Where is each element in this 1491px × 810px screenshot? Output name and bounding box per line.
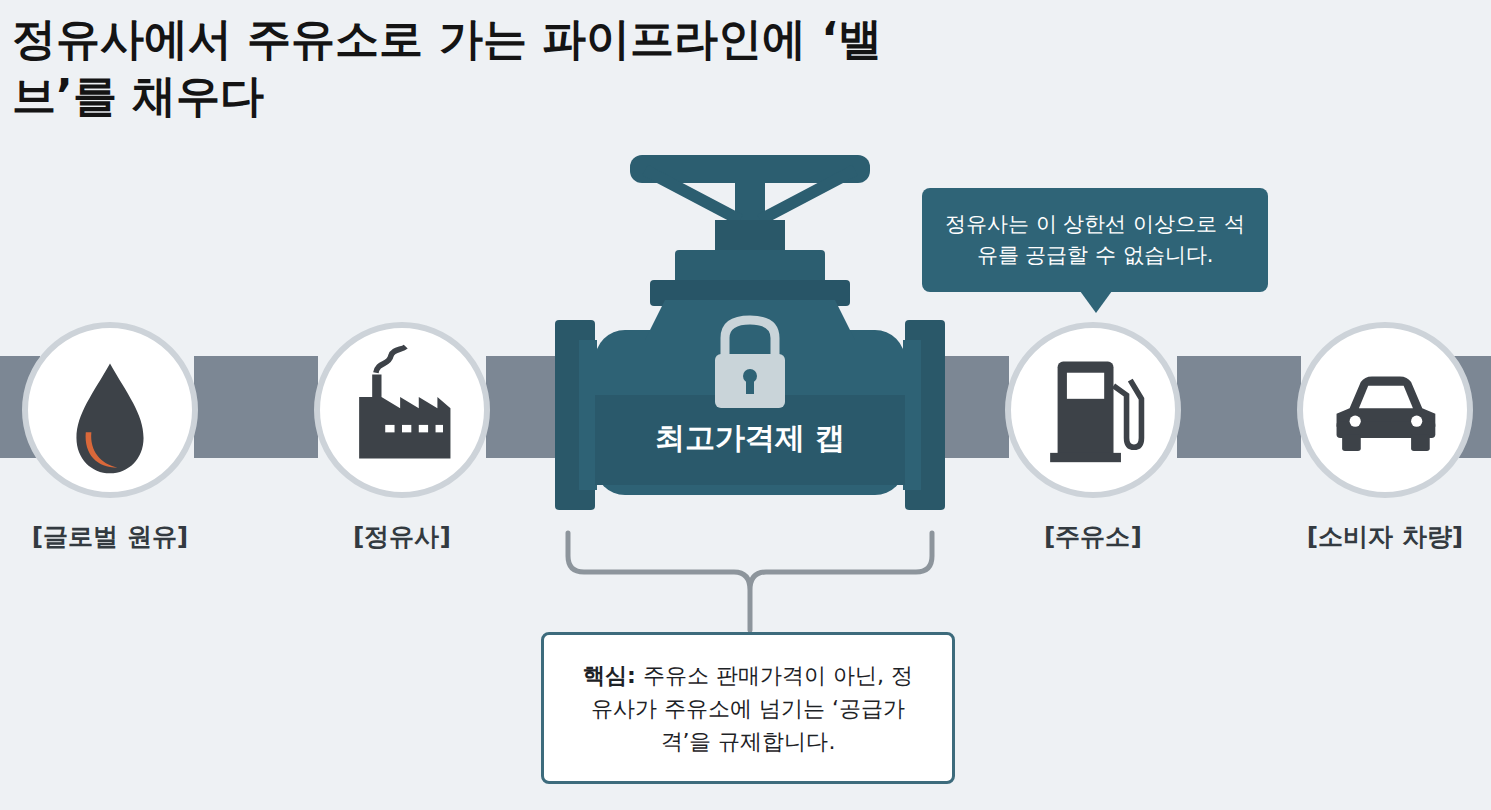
icon-circle: [정유사] (314, 322, 490, 498)
node-label: [정유사] (353, 520, 451, 553)
callout-bubble: 정유사는 이 상한선 이상으로 석유를 공급할 수 없습니다. (922, 188, 1268, 292)
key-note-box: 핵심: 주유소 판매가격이 아닌, 정유사가 주유소에 넘기는 ‘공급가격’을 … (541, 632, 955, 784)
key-body: 주유소 판매가격이 아닌, 정유사가 주유소에 넘기는 ‘공급가격’을 규제합니… (591, 663, 913, 754)
callout-tail (922, 292, 1268, 314)
valve: 최고가격제 캡 (555, 150, 945, 525)
spacer (636, 663, 643, 688)
icon-circle: [소비자 차량] (1297, 322, 1473, 498)
pipeline-segment (486, 356, 559, 458)
pipeline-segment (1177, 356, 1301, 458)
valve-label: 최고가격제 캡 (555, 418, 945, 459)
node-label: [소비자 차량] (1307, 520, 1464, 553)
icon (28, 328, 192, 492)
pipeline-segment (941, 356, 1009, 458)
icon (320, 328, 484, 492)
icon-circle: [글로벌 원유] (22, 322, 198, 498)
icon (1011, 328, 1175, 492)
pipeline-segment (194, 356, 318, 458)
diagram-title: 정유사에서 주유소로 가는 파이프라인에 ‘밸브’를 채우다 (12, 10, 942, 124)
icon (1303, 328, 1467, 492)
bracket (568, 533, 932, 630)
node-label: [주유소] (1044, 520, 1142, 553)
valve-illustration (555, 150, 945, 525)
icon-circle: [주유소] (1005, 322, 1181, 498)
callout-text: 정유사는 이 상한선 이상으로 석유를 공급할 수 없습니다. (942, 209, 1248, 272)
node-label: [글로벌 원유] (32, 520, 189, 553)
key-note-text: 핵심: 주유소 판매가격이 아닌, 정유사가 주유소에 넘기는 ‘공급가격’을 … (574, 659, 922, 758)
key-heading: 핵심: (583, 663, 636, 688)
